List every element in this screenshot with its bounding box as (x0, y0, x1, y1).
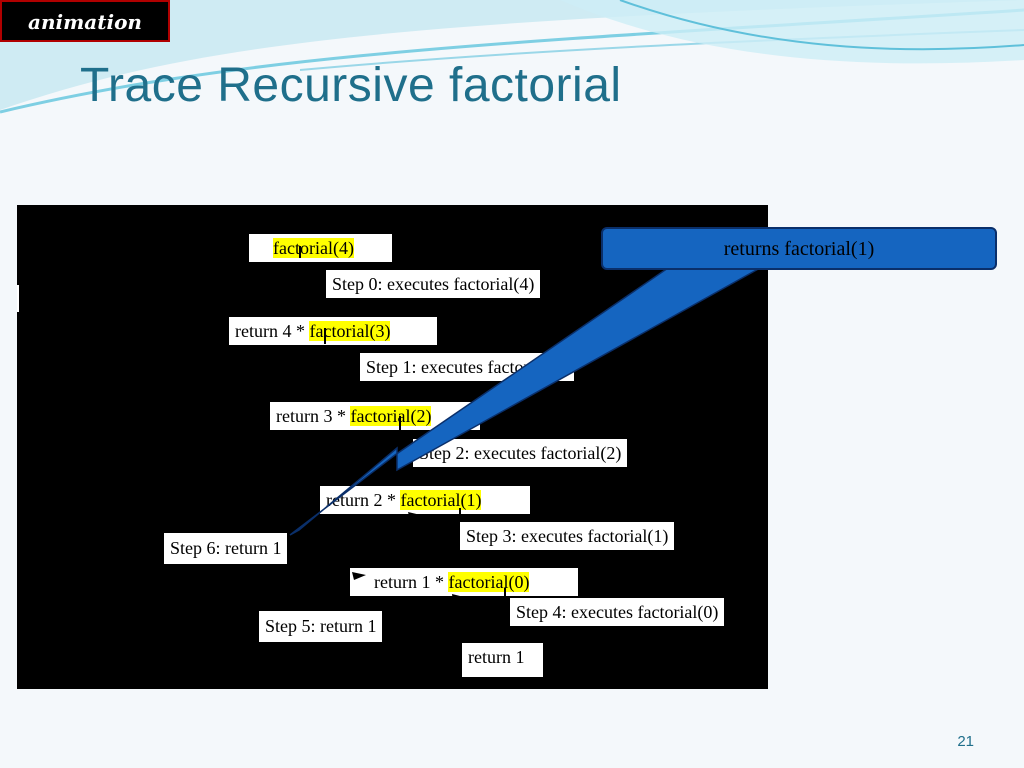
header-swoosh-decoration (0, 0, 1024, 114)
step-4-label: Step 4: executes factorial(0) (510, 598, 725, 626)
animation-badge: animation (0, 0, 170, 42)
return-4-box: return 4 * factorial(3) (229, 317, 437, 345)
return-4-prefix: return 4 * (235, 321, 310, 341)
step-3-label: Step 3: executes factorial(1) (460, 522, 675, 550)
step-5-label: Step 5: return 1 (259, 611, 383, 642)
return-2-box: return 2 * factorial(1) (320, 486, 530, 514)
return-3-box: return 3 * factorial(2) (270, 402, 480, 430)
step-6-label: Step 6: return 1 (164, 533, 288, 564)
slide-number: 21 (957, 733, 974, 750)
return-1-prefix: return 1 * (374, 572, 449, 592)
return-base-label: return 1 (468, 647, 525, 667)
return-base-box: return 1 (462, 643, 543, 677)
return-2-call: factorial(1) (400, 490, 482, 510)
return-1-box: return 1 * factorial(0) (350, 568, 578, 596)
return-2-prefix: return 2 * (326, 490, 401, 510)
call-factorial-4-label: factorial(4) (273, 238, 354, 258)
return-1-call: factorial(0) (448, 572, 530, 592)
return-4-call: factorial(3) (309, 321, 391, 341)
stage-edge-marker (17, 285, 19, 312)
return-3-call: factorial(2) (350, 406, 432, 426)
call-factorial-4-box: factorial(4) (249, 234, 392, 262)
step-0-label: Step 0: executes factorial(4) (326, 270, 541, 298)
returns-callout: returns factorial(1) (601, 227, 997, 270)
step-2-label: Step 2: executes factorial(2) (413, 439, 628, 467)
return-3-prefix: return 3 * (276, 406, 351, 426)
step-1-label: Step 1: executes factorial(3) (360, 353, 575, 381)
slide-title: Trace Recursive factorial (80, 59, 622, 112)
